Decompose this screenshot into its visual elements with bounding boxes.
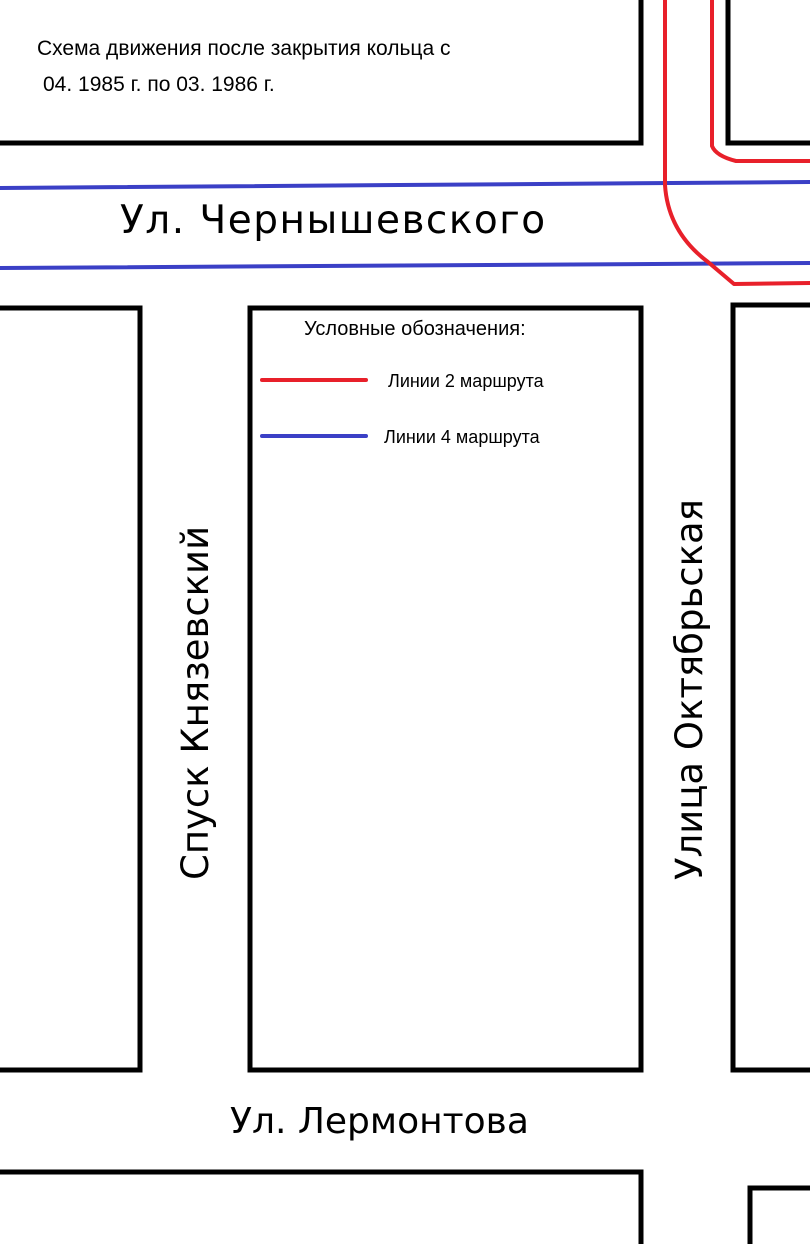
street-label-chernyshevskogo: Ул. Чернышевского: [120, 198, 547, 243]
route-2-line-inner: [710, 0, 810, 163]
block-center: [247, 305, 644, 1073]
block-bottom-left: [0, 1169, 644, 1244]
legend-label-route-2: Линии 2 маршрута: [388, 371, 545, 391]
route-2-lines: [663, 0, 810, 286]
map-title-line-1: Схема движения после закрытия кольца с: [37, 37, 450, 60]
route-2-line-outer: [663, 0, 810, 286]
block-bottom-right: [747, 1185, 810, 1244]
route-4-line-south: [0, 261, 810, 270]
route-4-lines: [0, 180, 810, 270]
route-4-line-north: [0, 180, 810, 190]
block-top-right: [725, 0, 810, 146]
legend-title: Условные обозначения:: [304, 318, 526, 340]
map-title-line-2: 04. 1985 г. по 03. 1986 г.: [43, 73, 275, 96]
legend-label-route-4: Линии 4 маршрута: [384, 427, 541, 447]
street-label-oktyabrskaya: Улица Октябрьская: [668, 499, 711, 880]
block-middle-right: [730, 302, 810, 1073]
block-top-left: [0, 0, 644, 146]
street-label-knyazevsky: Спуск Князевский: [174, 526, 217, 880]
block-middle-left: [0, 305, 143, 1073]
street-label-lermontova: Ул. Лермонтова: [230, 1101, 529, 1142]
legend: Условные обозначения: Линии 2 маршрута Л…: [260, 318, 545, 447]
